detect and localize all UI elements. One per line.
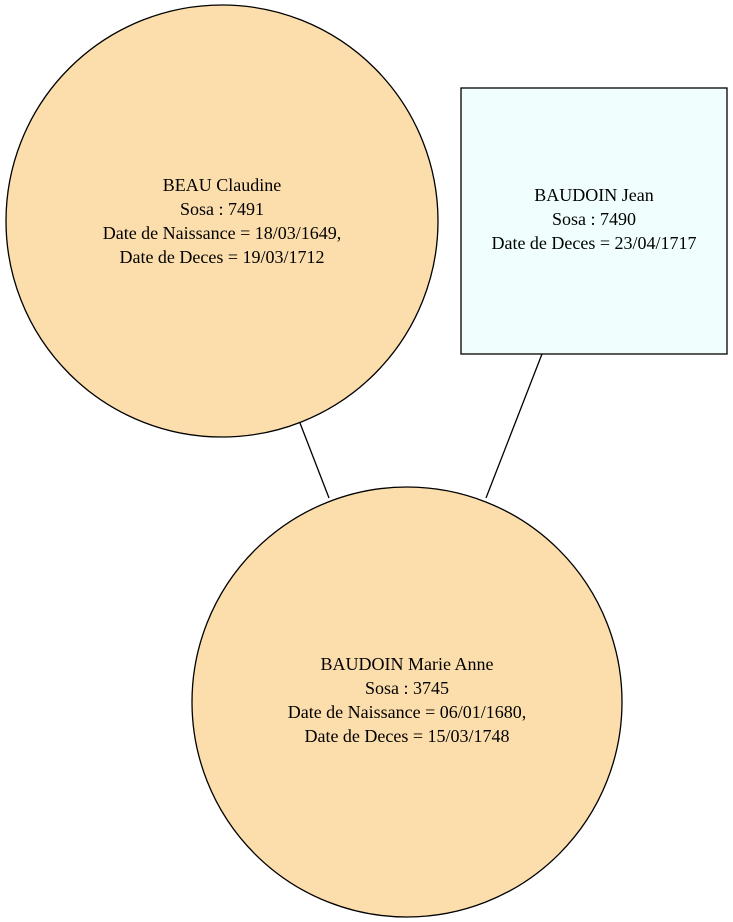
node-name: BAUDOIN Marie Anne (321, 654, 494, 674)
node-name: BEAU Claudine (163, 175, 282, 195)
node-box (460, 87, 728, 355)
node-sosa: Sosa : 7490 (552, 209, 636, 229)
node-sosa: Sosa : 3745 (365, 678, 449, 698)
node-sosa: Sosa : 7491 (180, 199, 264, 219)
node-baudoin-marie-anne[interactable]: BAUDOIN Marie Anne Sosa : 3745 Date de N… (191, 486, 623, 918)
node-death-date: Date de Deces = 19/03/1712 (119, 247, 324, 267)
node-beau-claudine[interactable]: BEAU Claudine Sosa : 7491 Date de Naissa… (5, 4, 439, 438)
edge-mother-to-child (299, 422, 330, 499)
node-circle (191, 486, 623, 918)
node-circle (5, 4, 439, 438)
node-baudoin-jean[interactable]: BAUDOIN Jean Sosa : 7490 Date de Deces =… (460, 87, 728, 355)
node-name: BAUDOIN Jean (534, 185, 653, 205)
node-death-date: Date de Deces = 23/04/1717 (491, 233, 696, 253)
node-birth-date: Date de Naissance = 18/03/1649, (103, 223, 342, 243)
node-death-date: Date de Deces = 15/03/1748 (304, 726, 509, 746)
edge-father-to-child (485, 353, 543, 499)
node-birth-date: Date de Naissance = 06/01/1680, (288, 702, 527, 722)
